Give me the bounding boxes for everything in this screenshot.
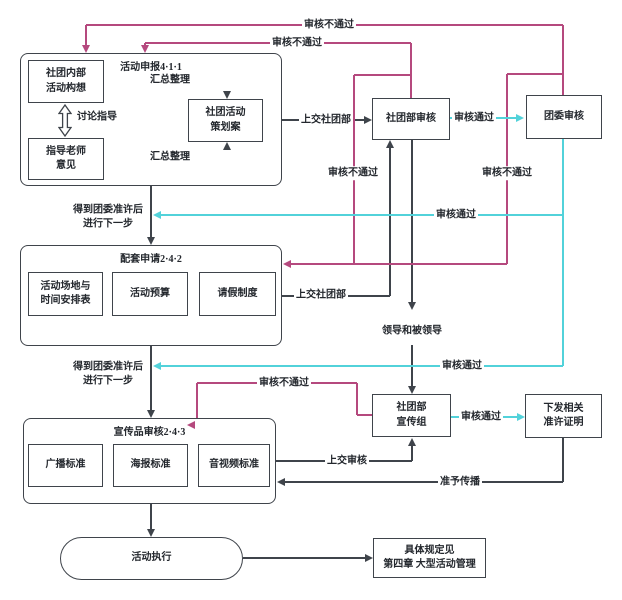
label-review-rejected: 审核不通过 xyxy=(257,376,311,390)
node-club-dept-publicity-group: 社团部 宣传组 xyxy=(372,394,451,437)
label-review-passed: 审核通过 xyxy=(440,359,484,373)
arrowhead-up-icon xyxy=(385,140,394,148)
label-proceed-after-permit: 得到团委准许后 进行下一步 xyxy=(71,360,145,388)
arrowhead-down-icon xyxy=(407,302,416,310)
arrowhead-right-icon xyxy=(365,553,373,562)
reject-league-top-right-v xyxy=(562,25,564,95)
arrowhead-down-icon xyxy=(146,237,155,245)
connector-supporting-submit-v xyxy=(389,144,391,296)
connector-permit-spread-v xyxy=(562,438,564,482)
reject-publicity-stub-h xyxy=(357,414,372,416)
node-broadcast-standard: 广播标准 xyxy=(28,444,103,487)
connector-publicity-to-execution xyxy=(150,504,152,532)
label-submit-to-club-dept: 上交社团部 xyxy=(299,113,353,127)
node-advisor-opinion: 指导老师 意见 xyxy=(28,138,104,180)
label-discussion-guidance: 讨论指导 xyxy=(75,110,119,124)
label-permit-to-spread: 准予传播 xyxy=(438,475,482,489)
connector-execution-to-rules xyxy=(243,557,366,559)
double-arrow-icon xyxy=(58,104,72,137)
reject-league-branch-h xyxy=(507,73,563,75)
node-activity-execution: 活动执行 xyxy=(60,537,243,580)
node-activity-plan: 社团活动 策划案 xyxy=(188,99,263,142)
node-league-committee-review: 团委审核 xyxy=(526,95,602,139)
connector-permit-spread-h xyxy=(281,481,563,483)
label-review-passed: 审核通过 xyxy=(459,410,503,424)
reject-publicity-v2 xyxy=(196,383,198,421)
connector-declaration-to-supporting xyxy=(150,186,152,240)
connector-submit-review-v xyxy=(411,444,413,461)
arrowhead-down-icon xyxy=(140,45,149,53)
node-issue-permit-certificate: 下发相关 准许证明 xyxy=(525,394,602,438)
reject-clubdept-top-right-v xyxy=(410,43,412,98)
label-summarize-organize: 汇总整理 xyxy=(148,73,192,87)
label-review-rejected: 审核不通过 xyxy=(270,36,324,50)
node-club-internal-idea: 社团内部 活动构想 xyxy=(28,60,104,103)
node-venue-time-schedule: 活动场地与 时间安排表 xyxy=(28,272,103,316)
connector-supporting-to-publicity xyxy=(150,346,152,413)
reject-clubdept-top-left-v xyxy=(144,43,146,46)
reject-league-top-left-v xyxy=(85,25,87,46)
pass-league-down-v xyxy=(562,139,564,366)
arrowhead-right-icon xyxy=(517,412,525,421)
node-club-dept-review: 社团部审核 xyxy=(372,98,450,140)
container-activity-declaration-title: 活动申报4·1·1 xyxy=(120,62,182,73)
node-leave-system: 请假制度 xyxy=(199,272,276,316)
reject-clubdept-branch-h xyxy=(354,74,411,76)
node-specific-rules-note: 具体规定见 第四章 大型活动管理 xyxy=(373,538,486,578)
arrowhead-down-icon xyxy=(81,45,90,53)
arrowhead-right-icon xyxy=(364,115,372,124)
arrowhead-up-icon xyxy=(222,142,231,150)
arrowhead-down-icon xyxy=(146,529,155,537)
label-review-rejected: 审核不通过 xyxy=(480,166,534,180)
reject-publicity-v1 xyxy=(356,383,358,415)
label-leading-and-led: 领导和被领导 xyxy=(380,324,444,338)
node-activity-budget: 活动预算 xyxy=(112,272,188,316)
container-supporting-application-title: 配套申请2·4·2 xyxy=(120,254,182,265)
arrowhead-down-icon xyxy=(222,91,231,99)
container-publicity-review-title: 宣传品审核2·4·3 xyxy=(113,427,186,438)
label-submit-for-review: 上交审核 xyxy=(325,454,369,468)
pass-league-h1 xyxy=(161,214,563,216)
arrowhead-left-icon xyxy=(153,210,161,219)
arrowhead-up-icon xyxy=(407,438,416,446)
connector-lead-upper xyxy=(411,140,413,303)
arrowhead-left-icon xyxy=(187,420,195,429)
label-review-passed: 审核通过 xyxy=(434,208,478,222)
node-audio-video-standard: 音视频标准 xyxy=(198,444,270,487)
arrowhead-left-icon xyxy=(153,361,161,370)
label-summarize-organize: 汇总整理 xyxy=(148,150,192,164)
node-poster-standard: 海报标准 xyxy=(113,444,188,487)
label-review-rejected: 审核不通过 xyxy=(326,166,380,180)
connector-lead-lower xyxy=(411,345,413,390)
arrowhead-left-icon xyxy=(283,259,291,268)
arrowhead-left-icon xyxy=(277,477,285,486)
reject-to-supporting-h xyxy=(289,263,507,265)
label-submit-to-club-dept: 上交社团部 xyxy=(294,288,348,302)
arrowhead-down-icon xyxy=(407,386,416,394)
label-review-rejected: 审核不通过 xyxy=(302,18,356,32)
label-proceed-after-permit: 得到团委准许后 进行下一步 xyxy=(71,203,145,231)
arrowhead-down-icon xyxy=(146,410,155,418)
pass-league-h2 xyxy=(161,365,563,367)
arrowhead-right-icon xyxy=(516,113,524,122)
label-review-passed: 审核通过 xyxy=(452,111,496,125)
